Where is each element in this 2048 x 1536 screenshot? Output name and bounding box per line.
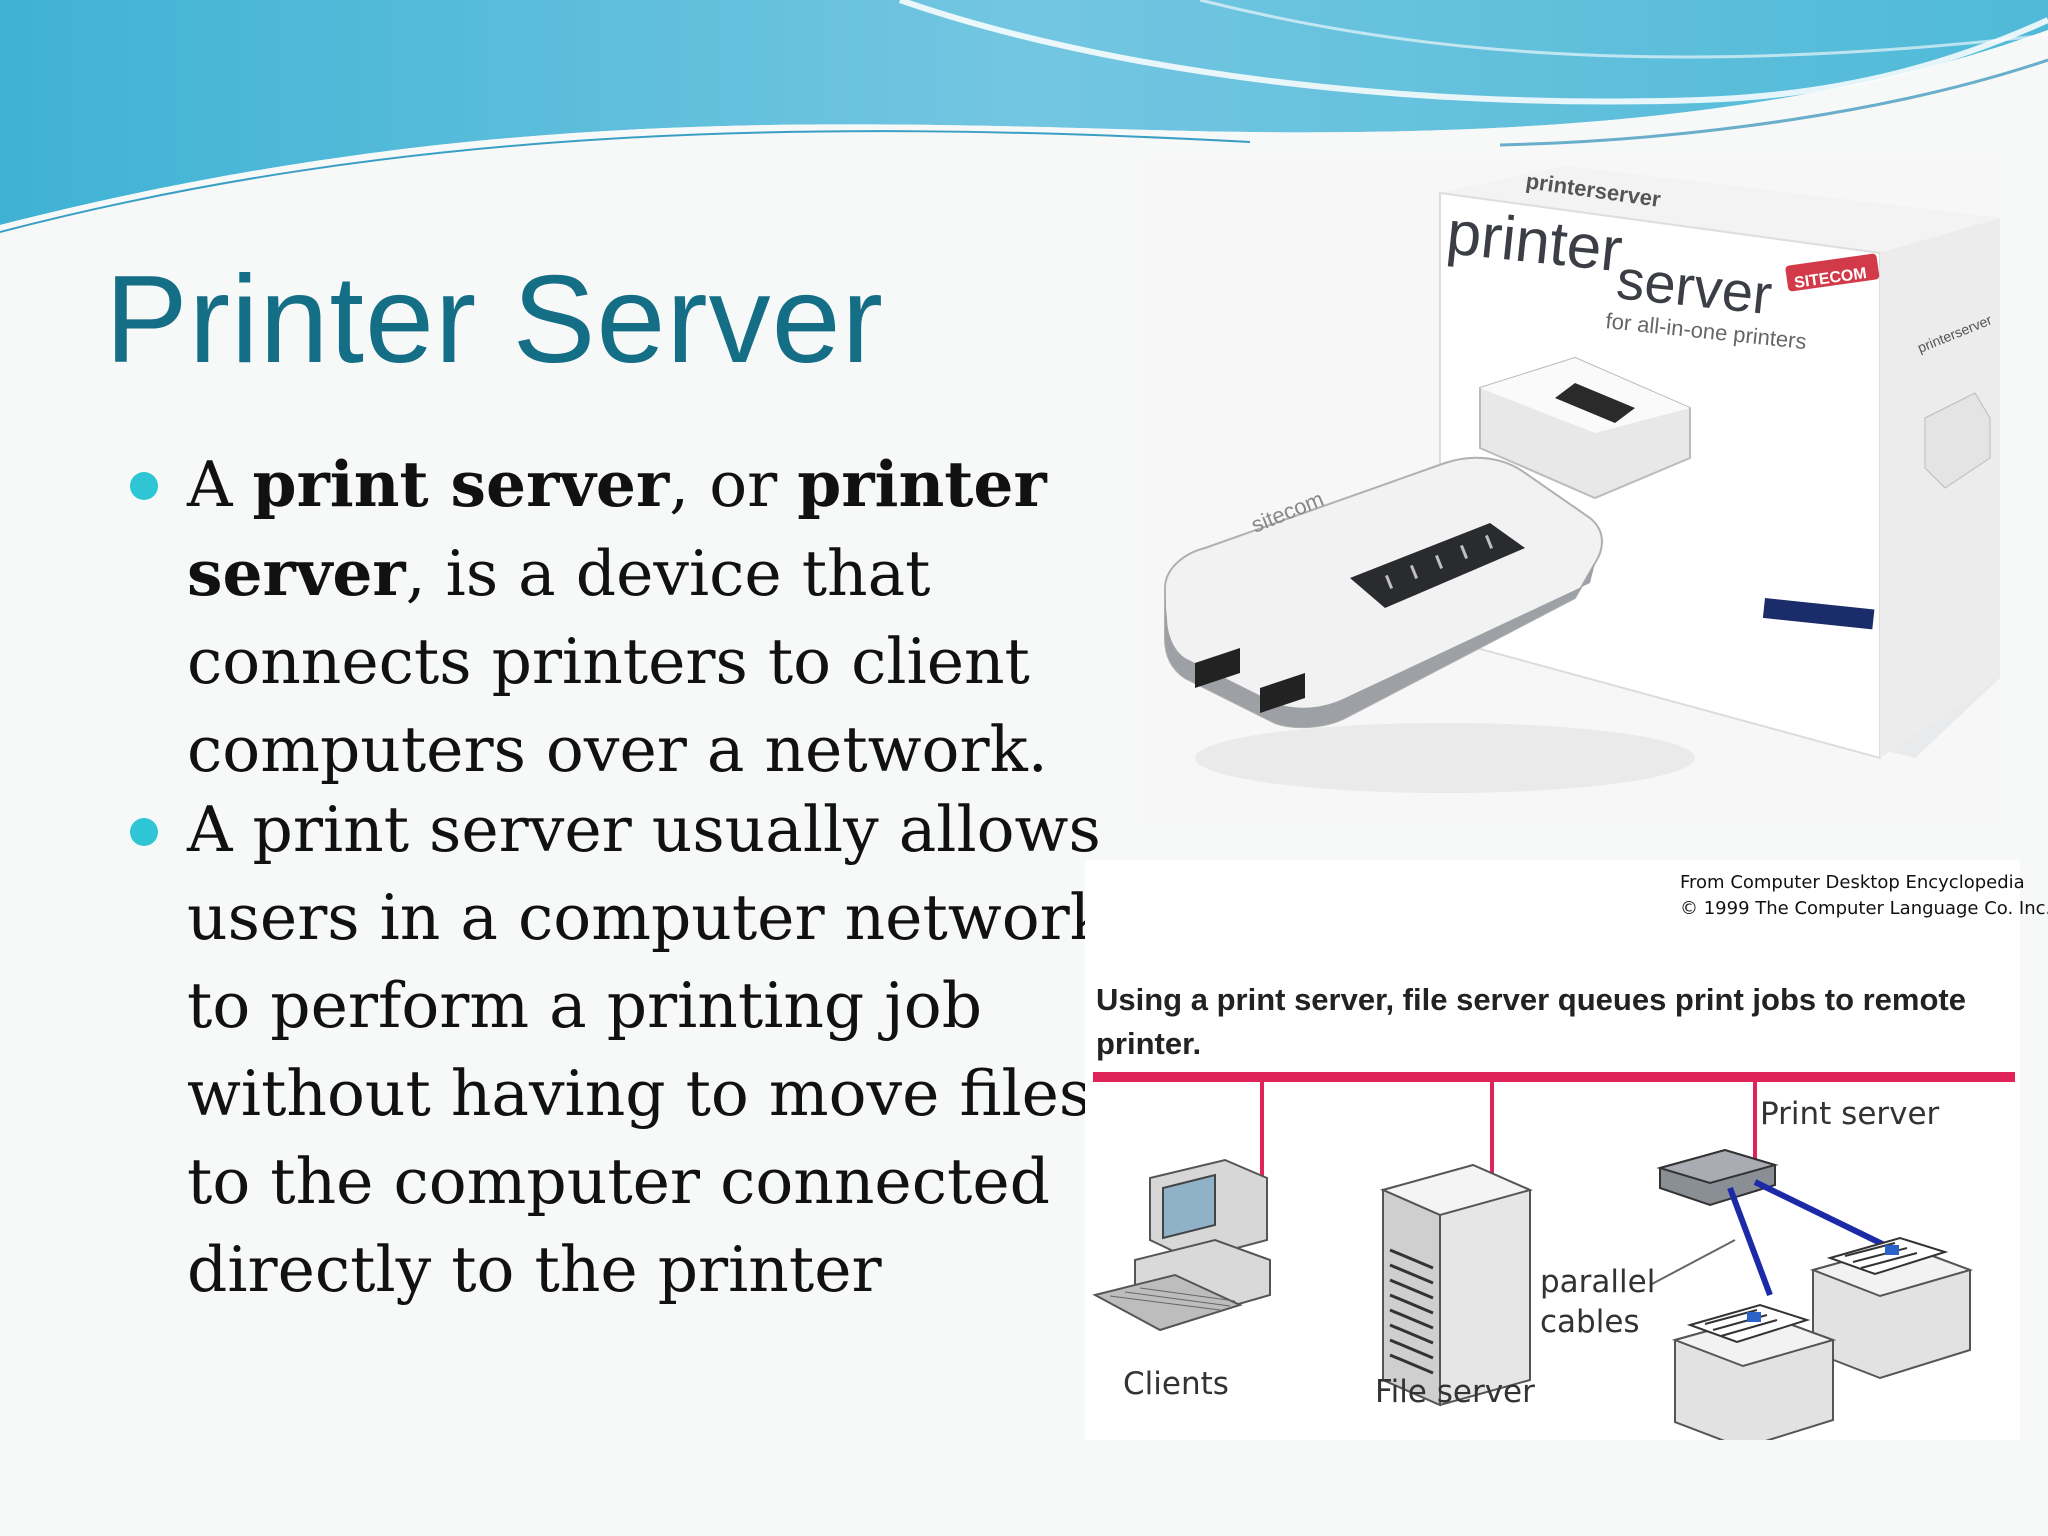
label-file-server: File server	[1375, 1374, 1535, 1410]
diagram-drawing: Clients File server Print server paralle…	[1092, 1072, 2015, 1440]
print-server-icon	[1656, 1148, 1779, 1207]
label-cables-2: cables	[1540, 1304, 1640, 1340]
usb-port-icon	[1195, 648, 1240, 688]
header-wave	[0, 0, 2048, 238]
sitecom-logo-badge	[1785, 253, 1880, 292]
bullet-dot-icon	[130, 472, 158, 500]
bullet-list: A print server, or printer server, is a …	[130, 440, 1110, 1314]
bullet-item: A print server usually allows users in a…	[130, 786, 1152, 1314]
client-computer-icon	[1092, 1158, 1271, 1332]
label-cables-1: parallel	[1540, 1264, 1655, 1300]
label-clients: Clients	[1123, 1366, 1229, 1402]
printer-icon	[1809, 1236, 1974, 1380]
file-server-icon	[1380, 1163, 1533, 1407]
network-line	[1093, 1072, 2015, 1082]
slide-title: Printer Server	[105, 251, 884, 389]
device-led-panel	[1350, 523, 1525, 608]
printer-icon	[1671, 1303, 1837, 1440]
diagram-caption: Using a print server, file server queues…	[1096, 982, 1966, 1061]
usb-port-icon	[1260, 673, 1305, 713]
bullet-dot-icon	[130, 818, 158, 846]
label-print-server: Print server	[1760, 1096, 1940, 1132]
parallel-cable	[1727, 1186, 1773, 1297]
diagram-credit: From Computer Desktop Encyclopedia © 199…	[1680, 872, 2048, 919]
product-photo: printer server for all-in-one printers p…	[1145, 158, 2000, 823]
bullet-item: A print server, or printer server, is a …	[130, 440, 1110, 794]
